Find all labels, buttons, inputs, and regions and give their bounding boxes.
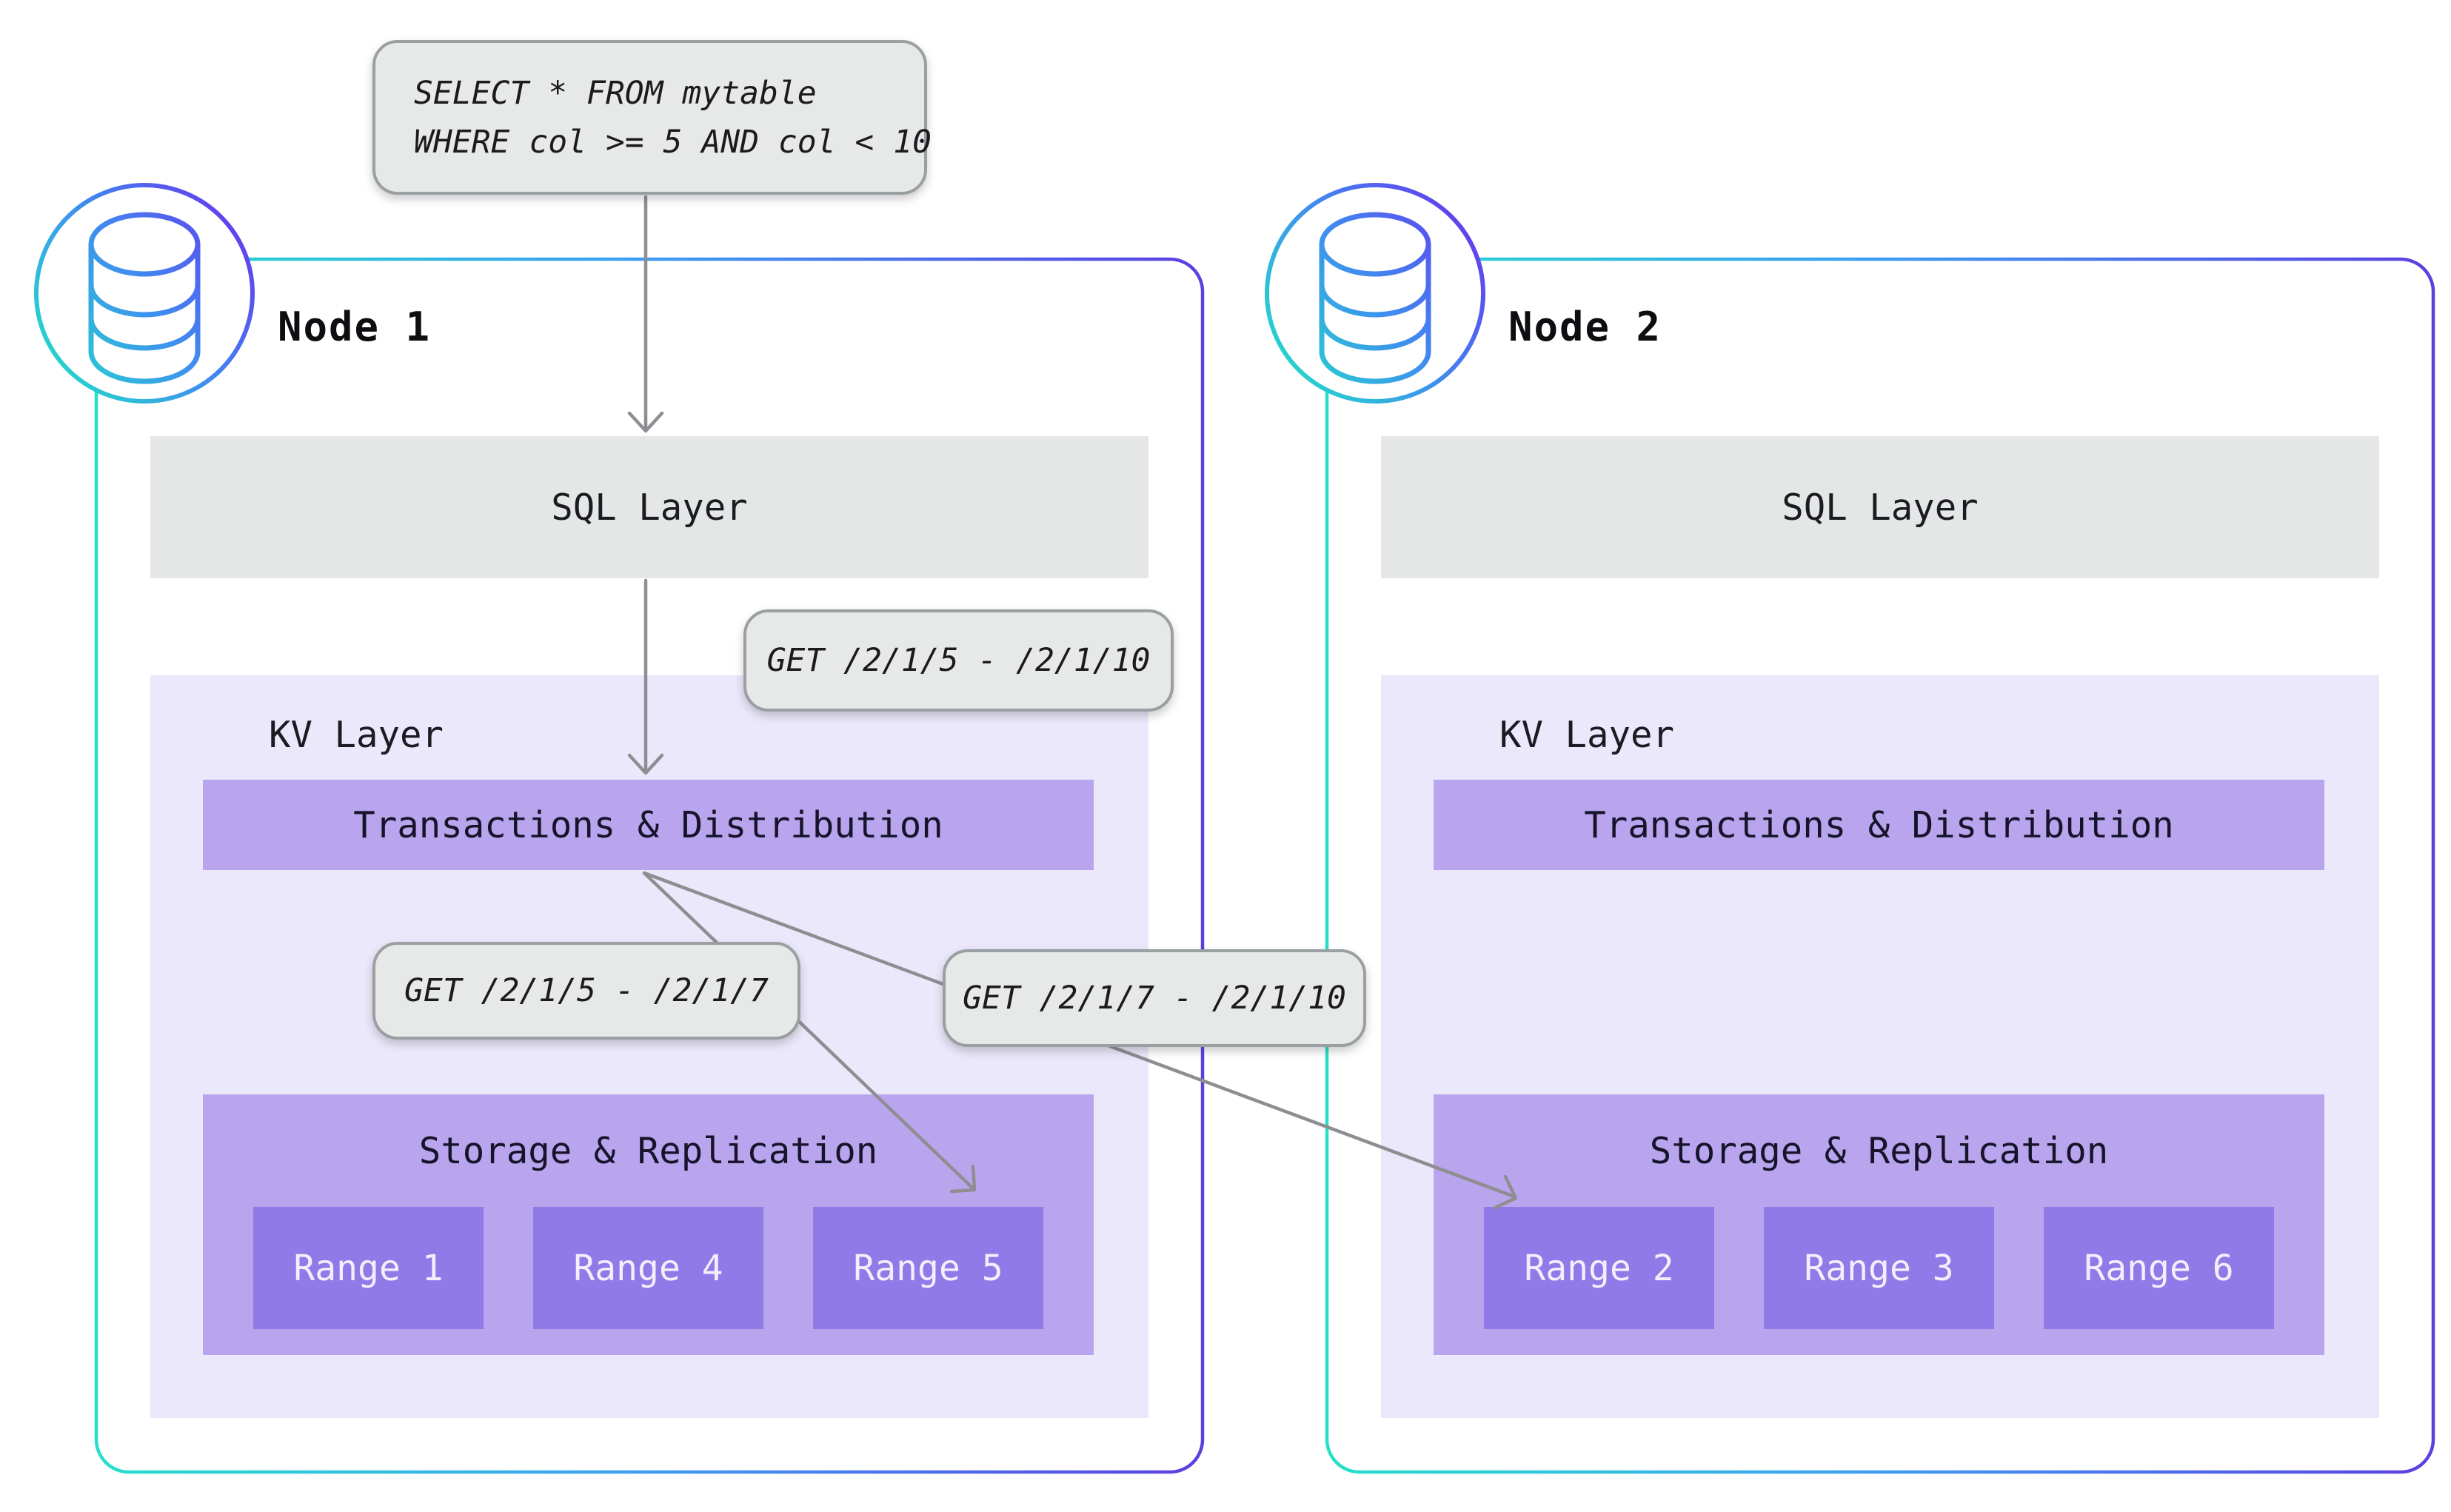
node1-storage-replication: Storage & Replication Range 1 Range 4 Ra… bbox=[203, 1094, 1094, 1355]
node2-border bbox=[1325, 257, 2435, 1474]
node1-container: Node 1 SQL Layer KV Layer Transactions &… bbox=[95, 258, 1204, 1473]
range-box: Range 1 bbox=[253, 1207, 484, 1329]
node1-range-row: Range 1 Range 4 Range 5 bbox=[253, 1207, 1043, 1329]
node1-border bbox=[94, 257, 1205, 1474]
range-box: Range 4 bbox=[533, 1207, 763, 1329]
arrow-transactions-to-range5 bbox=[642, 871, 977, 1194]
node1-sql-layer: SQL Layer bbox=[150, 436, 1148, 578]
range-box: Range 2 bbox=[1484, 1207, 1714, 1329]
get-full-range-callout: GET /2/1/5 - /2/1/10 bbox=[743, 609, 1174, 712]
node1-storage-label: Storage & Replication bbox=[418, 1130, 878, 1172]
node2-kv-layer-label: KV Layer bbox=[1499, 714, 1675, 756]
sql-query-line1: SELECT * FROM mytable bbox=[414, 74, 817, 112]
node1-transactions-distribution: Transactions & Distribution bbox=[203, 780, 1094, 870]
node2-transactions-distribution: Transactions & Distribution bbox=[1434, 780, 2324, 870]
arrow-query-to-sql-layer bbox=[627, 195, 664, 433]
node2-storage-label: Storage & Replication bbox=[1649, 1130, 2109, 1172]
node2-title: Node 2 bbox=[1508, 304, 1662, 350]
node2-range-row: Range 2 Range 3 Range 6 bbox=[1484, 1207, 2274, 1329]
node2-sql-layer: SQL Layer bbox=[1381, 436, 2379, 578]
get-left-split-callout: GET /2/1/5 - /2/1/7 bbox=[372, 942, 800, 1040]
range-box: Range 3 bbox=[1764, 1207, 1994, 1329]
sql-query-callout: SELECT * FROM mytable WHERE col >= 5 AND… bbox=[372, 40, 932, 195]
node1-kv-layer-label: KV Layer bbox=[269, 714, 444, 756]
node2-storage-replication: Storage & Replication Range 2 Range 3 Ra… bbox=[1434, 1094, 2324, 1355]
node2-kv-layer: KV Layer Transactions & Distribution Sto… bbox=[1381, 675, 2379, 1418]
arrow-sql-layer-to-transactions bbox=[627, 578, 664, 775]
node2-container: Node 2 SQL Layer KV Layer Transactions &… bbox=[1325, 258, 2435, 1473]
node2-database-icon bbox=[1265, 183, 1485, 404]
range-box: Range 5 bbox=[813, 1207, 1043, 1329]
node1-title: Node 1 bbox=[278, 304, 432, 350]
node1-kv-layer: KV Layer Transactions & Distribution Sto… bbox=[150, 675, 1148, 1418]
sql-query-line2: WHERE col >= 5 AND col < 10 bbox=[414, 123, 932, 161]
range-box: Range 6 bbox=[2044, 1207, 2274, 1329]
node1-database-icon bbox=[34, 183, 255, 404]
get-right-split-callout: GET /2/1/7 - /2/1/10 bbox=[943, 949, 1366, 1047]
